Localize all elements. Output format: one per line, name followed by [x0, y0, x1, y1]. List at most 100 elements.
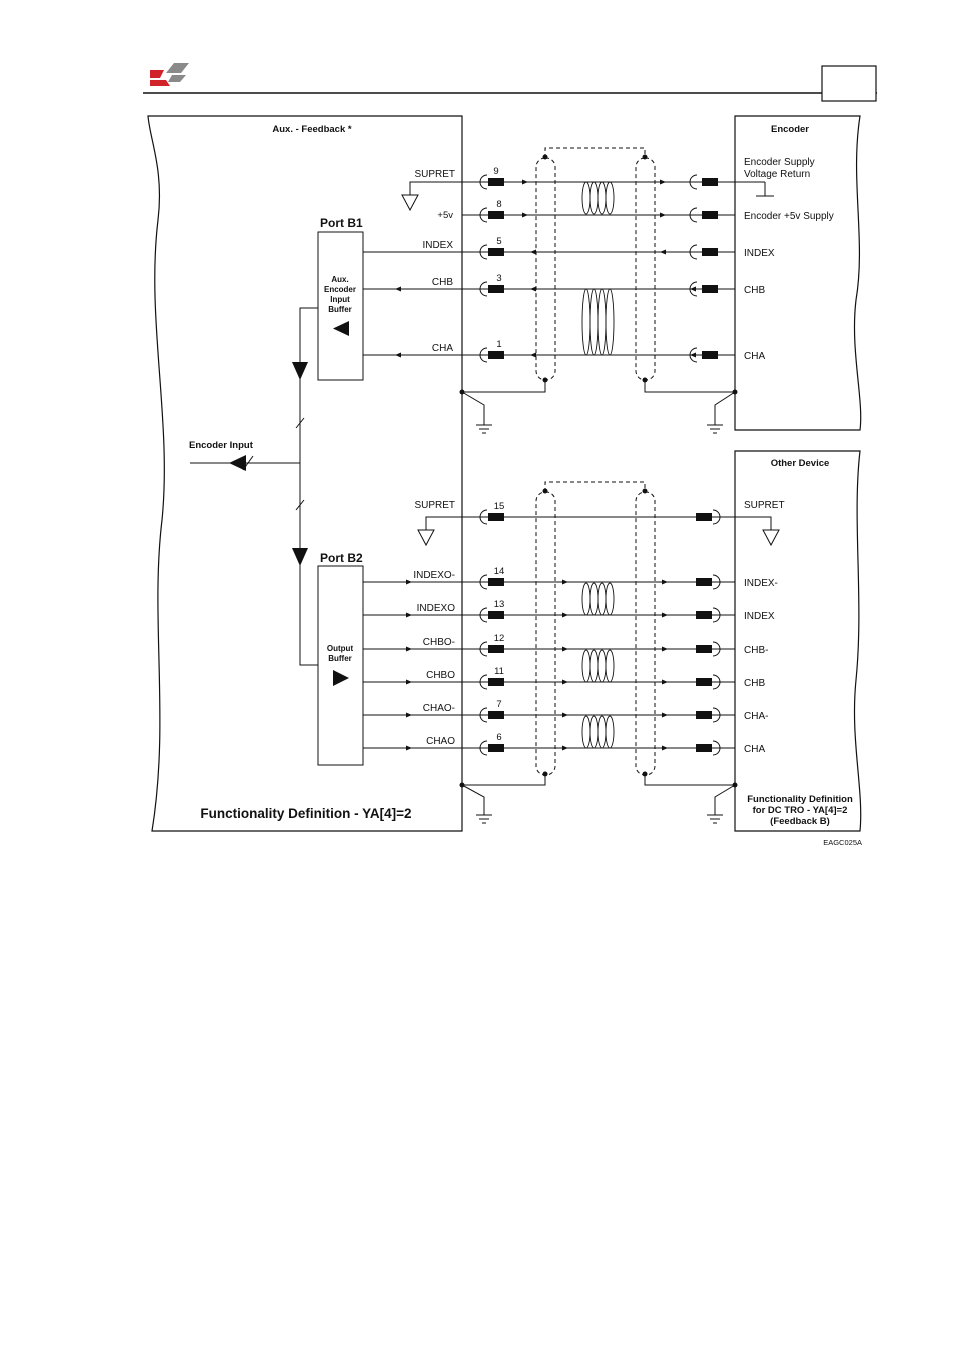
device-signal-label: SUPRET — [744, 500, 785, 511]
signal-row: INDEXO- 14 — [363, 566, 735, 590]
encoder-panel — [734, 115, 862, 431]
pin-number: 5 — [496, 236, 501, 247]
other-device-title: Other Device — [771, 458, 830, 469]
encoder-signal-label: CHA — [744, 351, 765, 362]
pin-number: 7 — [496, 699, 501, 710]
company-logo — [150, 63, 189, 86]
ground-icon — [707, 424, 723, 434]
device-signal-label: INDEX- — [744, 578, 778, 589]
signal-row: CHAO- 7 — [363, 699, 735, 723]
supply-return-icon — [762, 529, 780, 547]
pin-number: 8 — [496, 199, 501, 210]
twisted-pair-icon — [581, 181, 615, 215]
signal-row: CHBO 11 — [363, 666, 735, 690]
svg-text:Aux.: Aux. — [331, 275, 348, 284]
twisted-pair-icon — [581, 582, 615, 616]
ground-icon — [476, 814, 492, 824]
pin-number: 11 — [494, 666, 504, 677]
page-number-box — [821, 65, 877, 102]
pin-number: 12 — [494, 633, 505, 644]
svg-text:for DC TRO - YA[4]=2: for DC TRO - YA[4]=2 — [753, 805, 848, 816]
figure-code: EAGC025A — [823, 838, 862, 847]
twisted-pair-icon — [581, 715, 615, 749]
encoder-input-arrow-icon — [229, 455, 246, 471]
panel-footer: Functionality Definition - YA[4]=2 — [200, 806, 411, 821]
svg-text:Buffer: Buffer — [328, 305, 352, 314]
twisted-pair-icon — [581, 649, 615, 683]
signal-row: +5v 8 — [437, 199, 735, 223]
other-device-panel — [734, 450, 862, 832]
svg-text:Output: Output — [327, 644, 354, 653]
encoder-signal-label: Encoder +5v Supply — [744, 211, 834, 222]
signal-label: INDEX — [422, 240, 453, 251]
port-b1-buffer-label: Aux. Encoder Input Buffer — [324, 275, 356, 314]
signal-row: CHB 3 — [363, 273, 735, 297]
signal-label: +5v — [437, 210, 453, 221]
pin-number: 3 — [496, 273, 501, 284]
svg-text:Input: Input — [330, 295, 350, 304]
signal-label: CHBO- — [423, 637, 455, 648]
svg-text:Encoder: Encoder — [324, 285, 356, 294]
aux-feedback-panel — [147, 115, 463, 832]
bus-arrow-down-icon — [292, 362, 308, 380]
device-signal-label: INDEX — [744, 611, 775, 622]
signal-row: INDEXO 13 — [363, 599, 735, 623]
twisted-pair-icon — [581, 288, 615, 356]
ground-icon — [707, 814, 723, 824]
port-b1-buffer — [317, 231, 364, 381]
signal-label: INDEXO- — [413, 570, 455, 581]
device-signal-label: CHB — [744, 678, 765, 689]
pin-number: 6 — [496, 732, 501, 743]
encoder-title: Encoder — [771, 124, 809, 135]
signal-row: SUPRET 15 — [414, 500, 780, 547]
signal-label: CHA — [432, 343, 453, 354]
shield-node-icon — [459, 488, 738, 788]
device-signal-label: CHA — [744, 744, 765, 755]
shield-node-icon — [459, 154, 738, 395]
encoder-signal-labels: Encoder Supply Voltage Return Encoder +5… — [744, 157, 834, 362]
signal-label: INDEXO — [417, 603, 456, 614]
device-signal-label: CHA- — [744, 711, 768, 722]
encoder-supply-return-label-2: Voltage Return — [744, 169, 810, 180]
bus-arrow-down-icon — [292, 548, 308, 566]
supply-return-icon — [417, 529, 435, 547]
signal-row: CHBO- 12 — [363, 633, 735, 657]
pin-number: 1 — [496, 339, 501, 350]
wire-direction-arrows — [395, 179, 696, 751]
pin-number: 15 — [494, 501, 505, 512]
signal-label: CHBO — [426, 670, 455, 681]
signal-label: SUPRET — [414, 169, 455, 180]
encoder-signal-label: CHB — [744, 285, 765, 296]
port-b2-buffer — [317, 565, 364, 766]
signal-row: INDEX 5 — [363, 236, 735, 260]
encoder-input-bus — [190, 307, 318, 666]
port-b1-label: Port B1 — [320, 216, 363, 230]
signal-label: SUPRET — [414, 500, 455, 511]
other-device-footer: Functionality Definition for DC TRO - YA… — [747, 794, 853, 827]
device-signal-label: CHB- — [744, 645, 768, 656]
port-b2-buffer-label: Output Buffer — [327, 644, 354, 663]
signal-row: SUPRET 9 — [401, 166, 774, 212]
ground-icon — [476, 424, 492, 434]
svg-text:Buffer: Buffer — [328, 654, 352, 663]
signal-label: CHAO — [426, 736, 455, 747]
svg-text:Functionality Definition: Functionality Definition — [747, 794, 853, 805]
svg-text:(Feedback B): (Feedback B) — [770, 816, 830, 827]
port-b2-label: Port B2 — [320, 551, 363, 565]
other-device-signal-labels: SUPRET INDEX- INDEX CHB- CHB CHA- CHA — [744, 500, 785, 755]
supply-return-icon — [401, 194, 419, 212]
encoder-supply-return-label: Encoder Supply — [744, 157, 815, 168]
pin-number: 13 — [494, 599, 505, 610]
encoder-signal-label: INDEX — [744, 248, 775, 259]
signal-row: CHA 1 — [363, 339, 735, 363]
encoder-input-label: Encoder Input — [189, 440, 254, 451]
signal-label: CHB — [432, 277, 453, 288]
pin-number: 14 — [494, 566, 505, 577]
signal-row: CHAO 6 — [363, 732, 735, 756]
panel-title: Aux. - Feedback * — [272, 124, 351, 135]
input-buffer-triangle-icon — [333, 321, 349, 336]
output-buffer-triangle-icon — [333, 670, 349, 686]
pin-number: 9 — [493, 166, 498, 177]
signal-label: CHAO- — [423, 703, 455, 714]
